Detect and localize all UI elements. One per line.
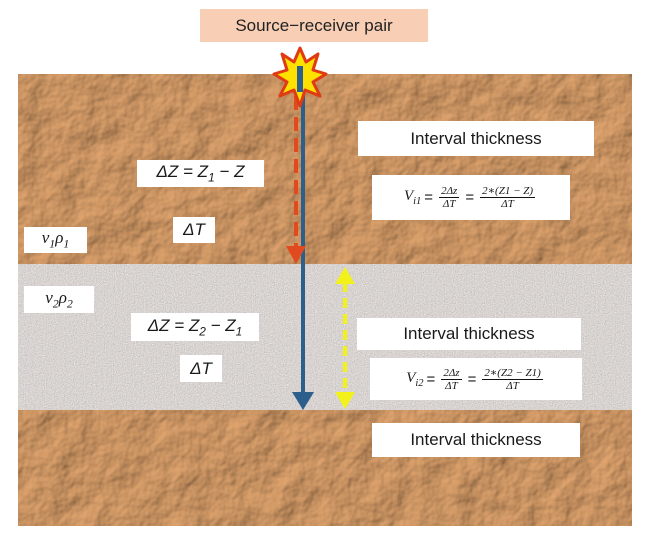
layer-2-interval-thickness-label: Interval thickness [357, 318, 581, 350]
layer-2-time-label: ΔT [180, 355, 222, 382]
title-box: Source−receiver pair [200, 9, 428, 42]
layer-3-interval-thickness-label: Interval thickness [372, 423, 580, 457]
blue-arrowhead [292, 392, 314, 410]
layer-2-properties-label: v2ρ2 [24, 286, 94, 313]
title-text: Source−receiver pair [235, 15, 393, 35]
red-arrowhead [286, 246, 306, 264]
layer-1-interval-thickness-label: Interval thickness [358, 121, 594, 156]
layer-1-properties-label: v1ρ1 [24, 227, 87, 253]
layer-1-time-label: ΔT [173, 217, 215, 243]
explosion-icon [272, 46, 328, 108]
layer-1-depth-equation: ΔZ = Z1 − Z [137, 160, 264, 187]
layer-2-depth-equation: ΔZ = Z2 − Z1 [131, 313, 259, 341]
